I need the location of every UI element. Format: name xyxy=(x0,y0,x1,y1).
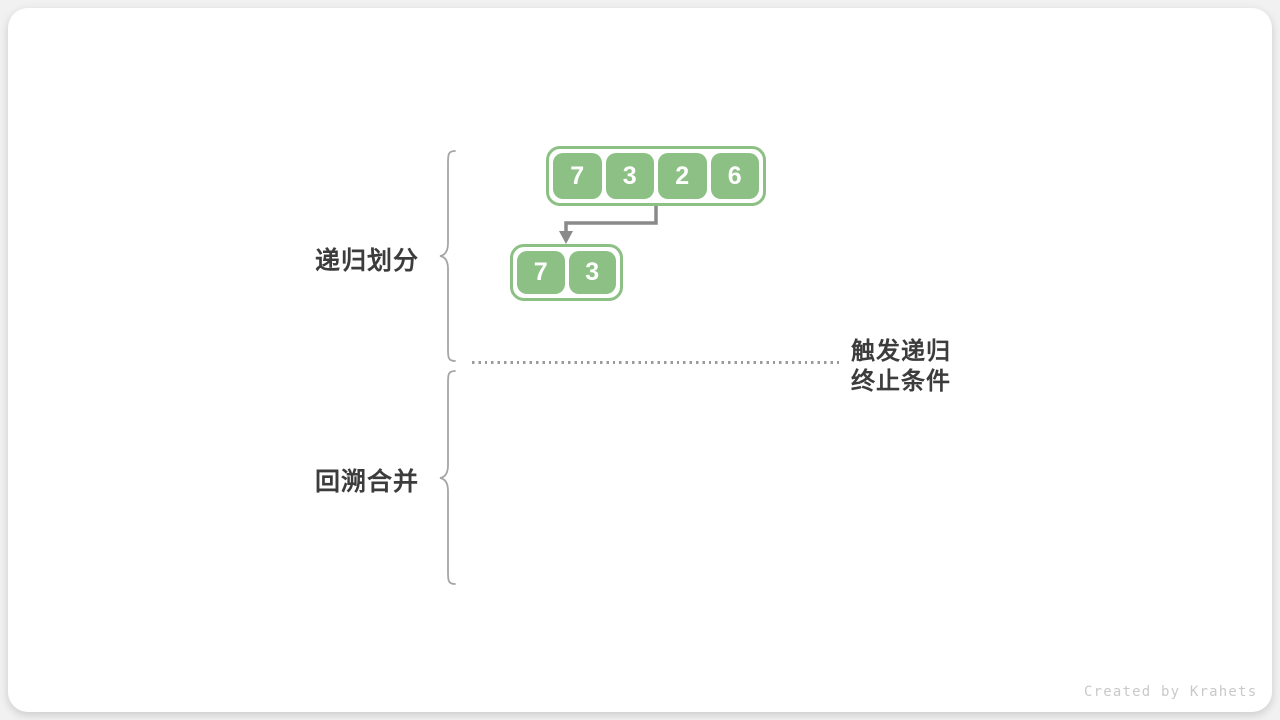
base-case-annotation: 触发递归 终止条件 xyxy=(851,337,951,397)
annotation-line2: 终止条件 xyxy=(851,368,951,395)
base-case-divider xyxy=(472,361,843,364)
array-cell: 7 xyxy=(517,251,565,294)
array-cell: 2 xyxy=(658,153,707,199)
split-arrow-icon xyxy=(559,206,658,244)
array-cell: 3 xyxy=(568,251,616,294)
brace-backtrack-merge-icon xyxy=(439,370,456,585)
array-cell: 7 xyxy=(553,153,602,199)
phase-label-backtrack-merge: 回溯合并 xyxy=(315,468,420,496)
brace-recursive-division-icon xyxy=(439,150,456,362)
array-cell: 6 xyxy=(710,153,759,199)
phase-label-recursive-division: 递归划分 xyxy=(315,247,420,275)
watermark: Created by Krahets xyxy=(1084,684,1258,700)
annotation-line1: 触发递归 xyxy=(851,338,951,365)
array-cell: 3 xyxy=(605,153,654,199)
